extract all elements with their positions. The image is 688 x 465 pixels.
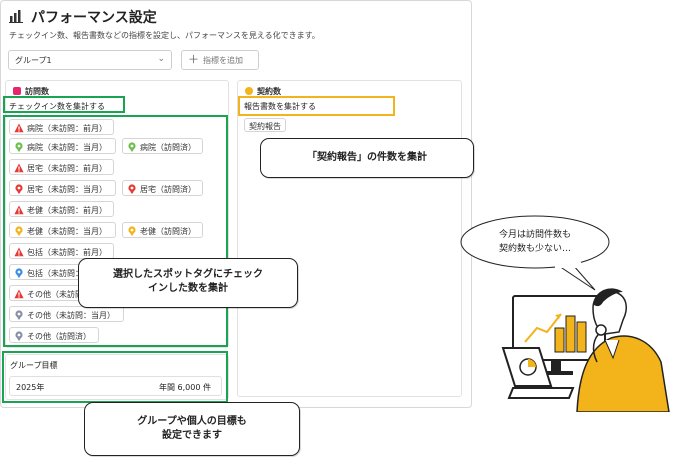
- visit-aggregation-highlight: [3, 96, 125, 113]
- spot-tag[interactable]: 病院（未訪問：当月）: [9, 138, 116, 154]
- visit-count-header: 訪問数: [13, 86, 49, 97]
- red-pin-icon: [15, 184, 23, 194]
- chevron-down-icon: ⌄: [157, 54, 165, 64]
- warning-icon: [14, 289, 24, 299]
- add-metric-label: 指標を追加: [203, 56, 243, 65]
- warning-icon: [14, 163, 24, 173]
- visit-count-aggregation-label: チェックイン数を集計する: [9, 102, 105, 111]
- spot-tag[interactable]: 居宅（未訪問：前月）: [9, 159, 114, 175]
- yellow-pin-icon: [15, 226, 23, 236]
- group-target-row[interactable]: 2025年 年間 6,000 件: [9, 376, 222, 396]
- contract-report-callout: 「契約報告」の件数を集計: [260, 138, 474, 178]
- contract-aggregation-label: 報告書数を集計する: [244, 102, 316, 111]
- yellow-square-icon: [245, 87, 253, 95]
- thought-line-1: 今月は訪問件数も: [499, 228, 571, 240]
- spot-tags-highlight: [3, 115, 228, 347]
- group-target-highlight: [2, 351, 228, 403]
- spot-tag[interactable]: 老健（未訪問：前月）: [9, 201, 114, 217]
- group-target-value: 年間 6,000 件: [159, 383, 211, 392]
- group-select[interactable]: グループ1 ⌄: [8, 50, 172, 70]
- contract-count-card: 契約数: [237, 80, 462, 397]
- group-target-title: グループ目標: [10, 361, 58, 370]
- bar-chart-icon: [9, 10, 23, 23]
- pink-square-icon: [13, 87, 21, 95]
- contract-count-title: 契約数: [257, 87, 281, 96]
- group-target-callout: グループや個人の目標も 設定できます: [84, 402, 300, 456]
- green-pin-icon: [15, 142, 23, 152]
- group-target-year: 2025年: [16, 383, 45, 392]
- spot-tag[interactable]: その他（未訪問：当月）: [9, 306, 124, 322]
- add-metric-button[interactable]: ＋ 指標を追加: [181, 50, 259, 70]
- spot-tag[interactable]: 居宅（訪問済）: [122, 180, 203, 196]
- group-select-value: グループ1: [15, 56, 52, 65]
- plus-icon: ＋: [188, 53, 199, 66]
- performance-settings-panel: パフォーマンス設定 チェックイン数、報告書数などの指標を設定し、パフォーマンスを…: [0, 0, 472, 408]
- spot-tag-callout: 選択したスポットタグにチェック インした数を集計: [78, 258, 298, 308]
- spot-tag[interactable]: 病院（訪問済）: [122, 138, 203, 154]
- contract-aggregation-highlight: [238, 96, 395, 116]
- blue-pin-icon: [15, 268, 23, 278]
- laptop-icon: [501, 347, 575, 399]
- red-pin-icon: [128, 184, 136, 194]
- thought-line-2: 契約数も少ない…: [499, 242, 571, 254]
- spot-tag[interactable]: 老健（未訪問：当月）: [9, 222, 116, 238]
- spot-tag[interactable]: 居宅（未訪問：当月）: [9, 180, 116, 196]
- contract-report-tag[interactable]: 契約報告: [244, 118, 286, 132]
- visit-count-title: 訪問数: [25, 87, 49, 96]
- spot-tag[interactable]: 包括（未訪問：当月）: [9, 264, 89, 280]
- warning-icon: [14, 247, 24, 257]
- spot-tag[interactable]: 老健（訪問済）: [122, 222, 203, 238]
- spot-tag[interactable]: 病院（未訪問：前月）: [9, 119, 114, 135]
- person-icon: [576, 288, 670, 412]
- contract-count-header: 契約数: [245, 86, 281, 97]
- warning-icon: [14, 123, 24, 133]
- gray-pin-icon: [15, 331, 23, 341]
- spot-tag[interactable]: その他（訪問済）: [9, 327, 99, 343]
- worried-person-illustration: 今月は訪問件数も 契約数も少ない…: [460, 215, 670, 412]
- gray-pin-icon: [15, 310, 23, 320]
- page-description: チェックイン数、報告書数などの指標を設定し、パフォーマンスを見える化できます。: [9, 31, 320, 40]
- spot-tag[interactable]: 包括（未訪問：前月）: [9, 243, 114, 259]
- yellow-pin-icon: [128, 226, 136, 236]
- warning-icon: [14, 205, 24, 215]
- monitor-icon: [512, 295, 606, 375]
- green-pin-icon: [128, 142, 136, 152]
- thought-bubble: 今月は訪問件数も 契約数も少ない…: [460, 215, 610, 291]
- page-title: パフォーマンス設定: [31, 10, 157, 26]
